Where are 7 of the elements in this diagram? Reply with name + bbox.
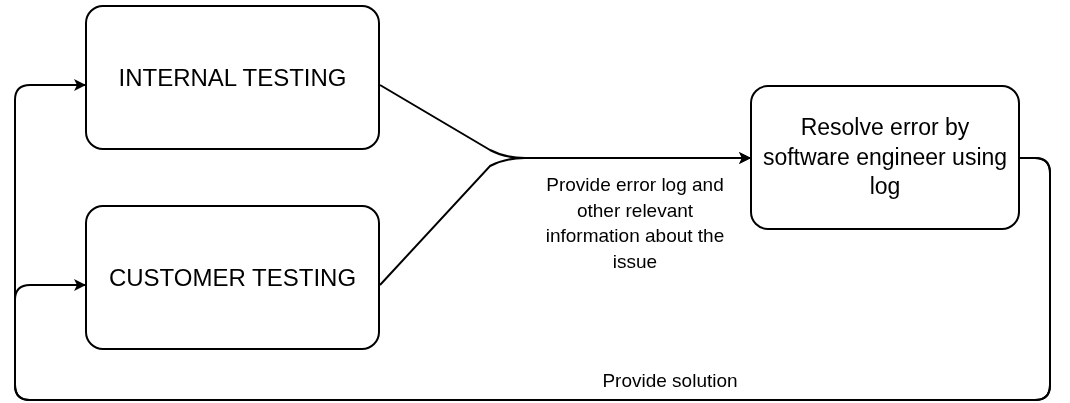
- box-label: Resolve error by software engineer using log: [762, 112, 1008, 202]
- box-label: INTERNAL TESTING: [118, 62, 347, 93]
- box-label: CUSTOMER TESTING: [108, 262, 357, 293]
- process-box: [750, 85, 1020, 230]
- process-box: [85, 5, 380, 150]
- arrow: [379, 152, 751, 286]
- process-box: [85, 205, 380, 350]
